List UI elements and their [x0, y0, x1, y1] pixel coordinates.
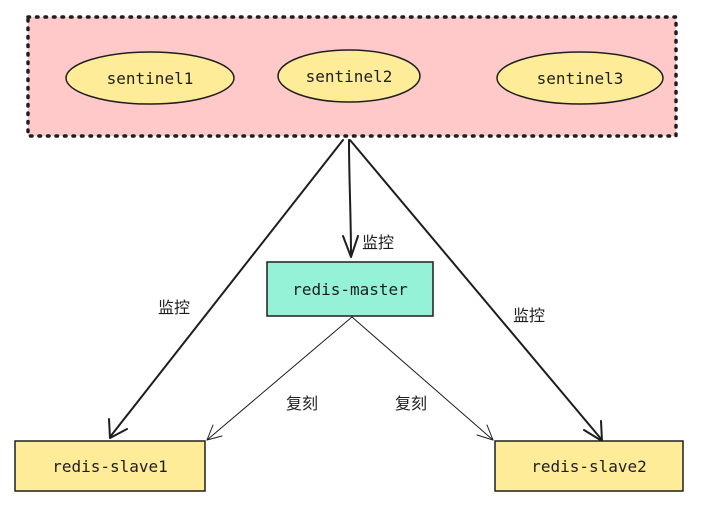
monitor-arrow-master: [342, 139, 359, 258]
monitor-label-slave2: 监控: [513, 306, 545, 325]
redis-master-label: redis-master: [292, 280, 408, 299]
redis-slave1-node: redis-slave1: [14, 440, 206, 492]
sentinel-node-3: sentinel3: [496, 51, 664, 105]
sentinel-label: sentinel1: [107, 69, 194, 88]
redis-slave2-label: redis-slave2: [531, 457, 647, 476]
replicate-label-slave1: 复刻: [286, 394, 318, 413]
redis-slave2-node: redis-slave2: [494, 440, 684, 492]
sentinel-node-1: sentinel1: [65, 51, 235, 105]
monitor-label-master: 监控: [362, 233, 394, 252]
replicate-arrow-slave2: [351, 316, 494, 441]
sentinel-node-2: sentinel2: [277, 49, 421, 103]
replicate-arrow-slave1: [206, 316, 353, 441]
sentinel-label: sentinel3: [537, 69, 624, 88]
redis-master-node: redis-master: [266, 261, 434, 317]
monitor-label-slave1: 监控: [158, 298, 190, 317]
redis-slave1-label: redis-slave1: [52, 457, 168, 476]
monitor-arrow-slave1: [108, 139, 344, 439]
replicate-label-slave2: 复刻: [395, 394, 427, 413]
sentinel-label: sentinel2: [306, 67, 393, 86]
